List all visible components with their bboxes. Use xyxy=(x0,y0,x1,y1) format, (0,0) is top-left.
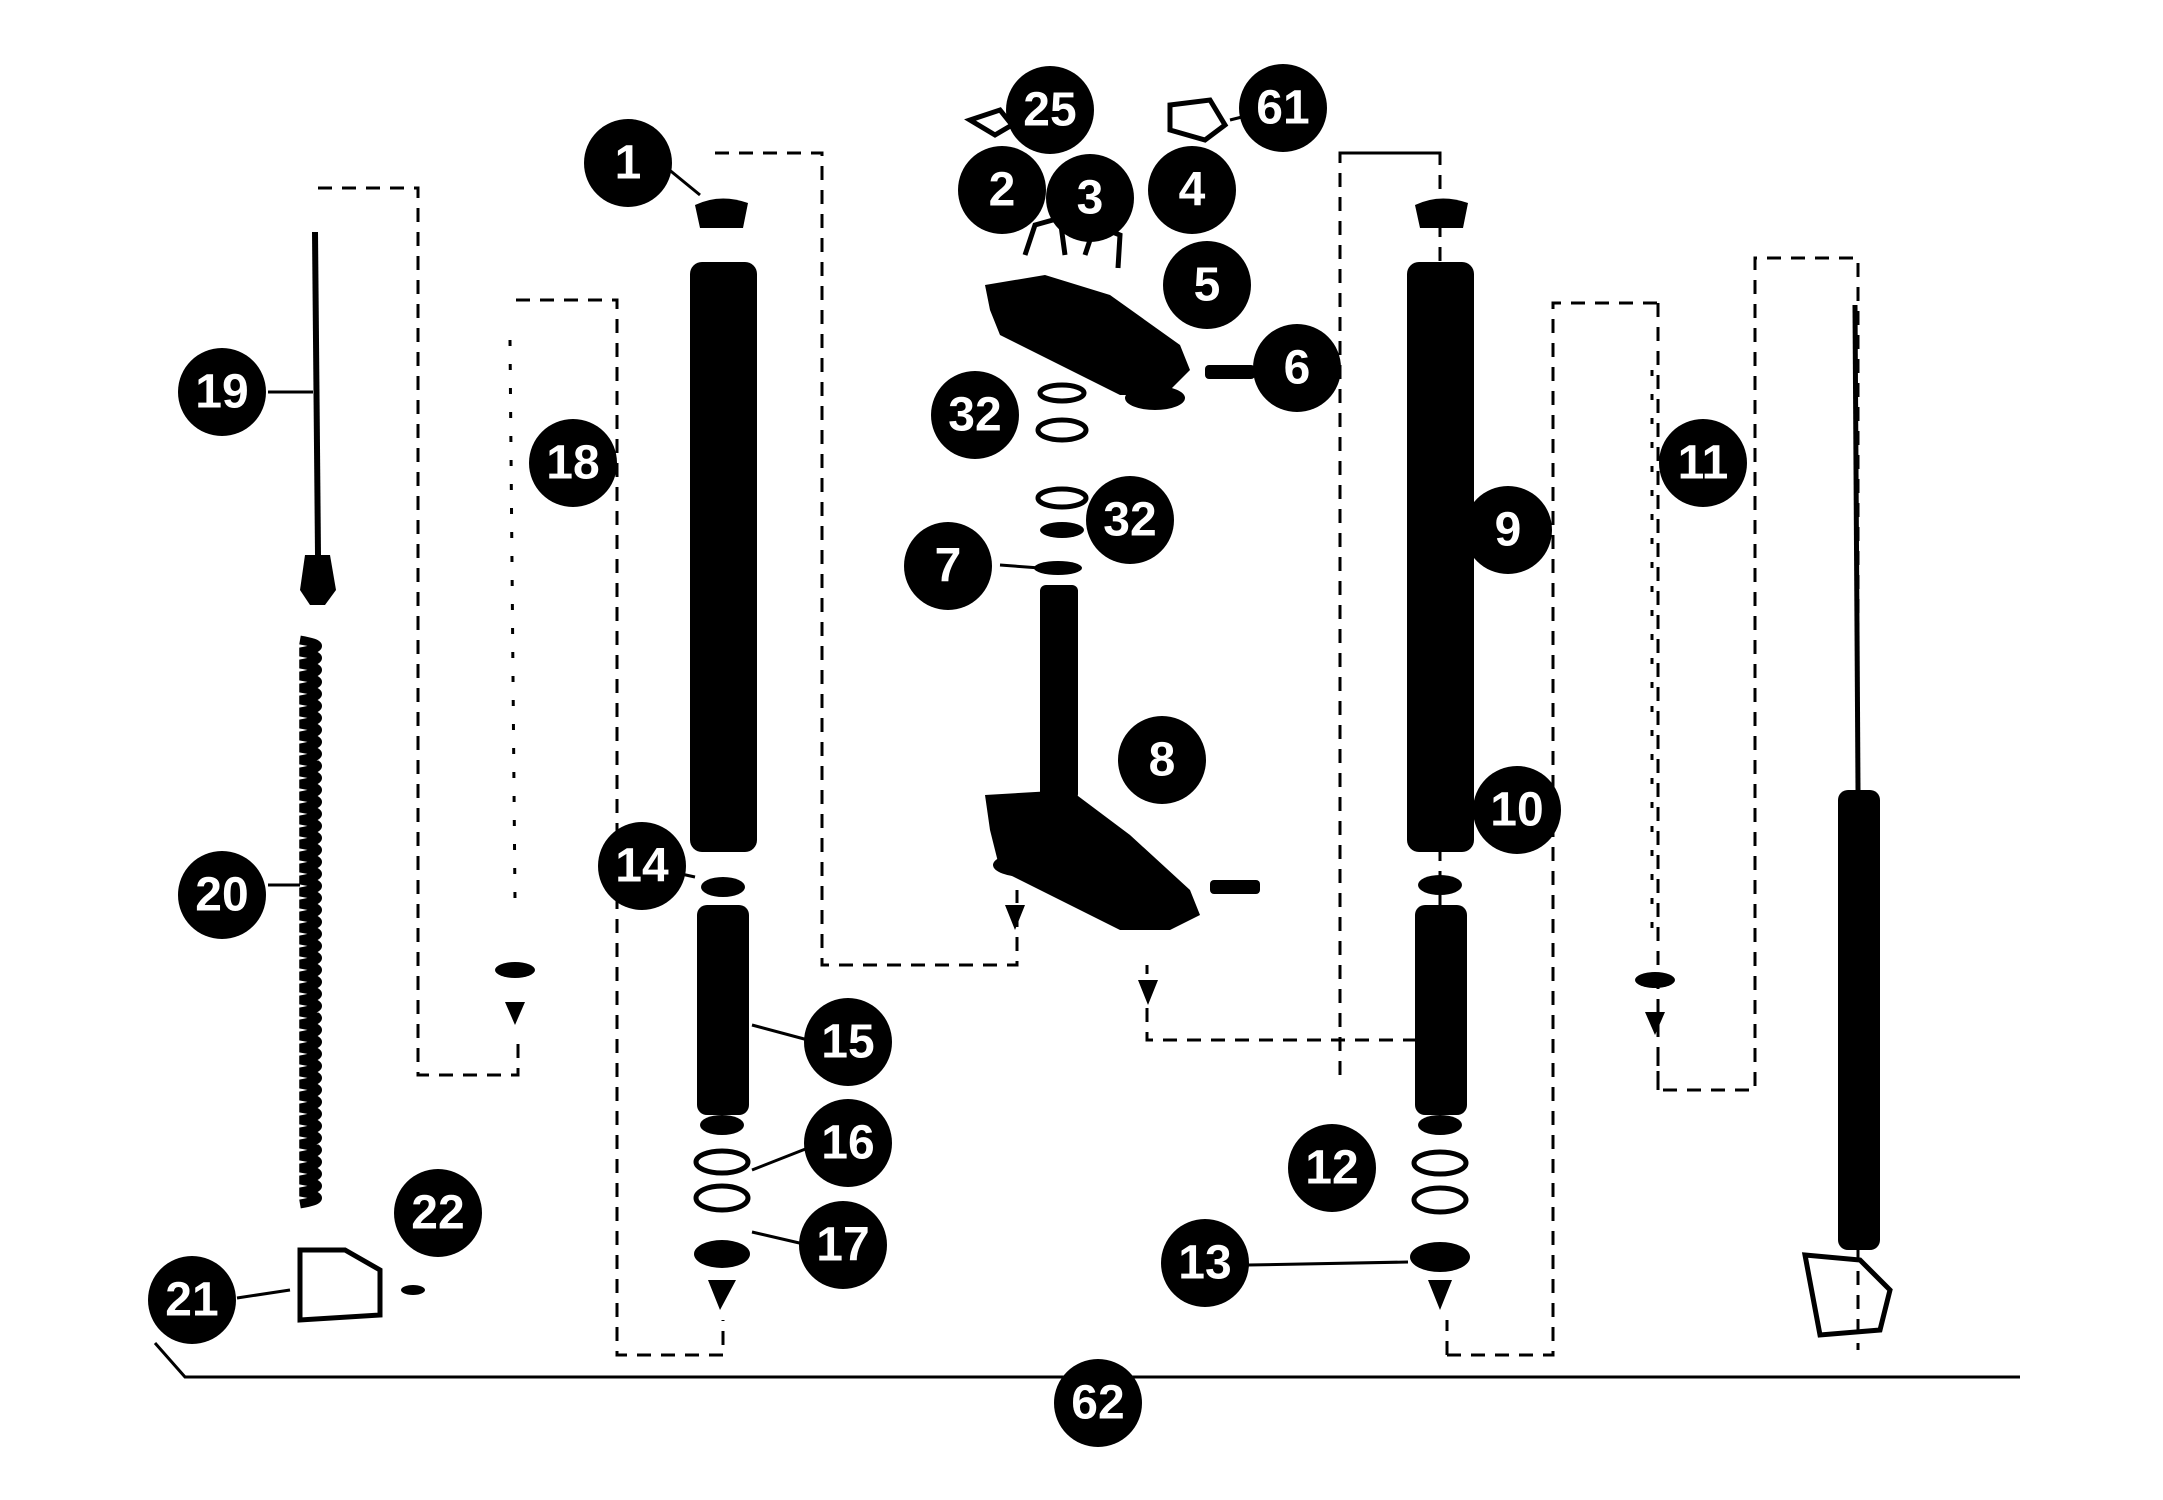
callout-15: 15 xyxy=(804,998,892,1086)
lower-triple-clamp xyxy=(985,585,1260,1005)
callout-4-label: 4 xyxy=(1179,164,1206,217)
callout-19-label: 19 xyxy=(195,366,248,419)
callout-32-lower-label: 32 xyxy=(1103,494,1156,547)
callout-21-label: 21 xyxy=(165,1274,218,1327)
callout-13: 13 xyxy=(1161,1219,1249,1307)
callout-61-label: 61 xyxy=(1256,82,1309,135)
damper-rod-and-spring xyxy=(297,231,425,1323)
callout-6-label: 6 xyxy=(1284,342,1311,395)
callout-15-label: 15 xyxy=(821,1016,874,1069)
callout-9: 9 xyxy=(1464,486,1552,574)
callout-5: 5 xyxy=(1163,241,1251,329)
callout-11: 11 xyxy=(1659,419,1747,507)
callout-8-label: 8 xyxy=(1149,734,1176,787)
callout-11-label: 11 xyxy=(1678,437,1729,490)
assembly-baseline xyxy=(153,1342,2020,1379)
callout-7-label: 7 xyxy=(935,540,962,593)
callout-12: 12 xyxy=(1288,1124,1376,1212)
callout-22-label: 22 xyxy=(411,1187,464,1240)
callout-25: 25 xyxy=(1006,66,1094,154)
callout-8: 8 xyxy=(1118,716,1206,804)
left-cartridge xyxy=(495,339,535,1025)
callout-5-label: 5 xyxy=(1194,259,1221,312)
callout-9-label: 9 xyxy=(1495,504,1522,557)
steering-bearings xyxy=(1034,382,1089,575)
dashed-frames xyxy=(318,151,1860,1357)
callout-21: 21 xyxy=(148,1256,236,1344)
callout-32-lower: 32 xyxy=(1086,476,1174,564)
callout-10-label: 10 xyxy=(1490,784,1543,837)
callout-32-upper-label: 32 xyxy=(948,389,1001,442)
callout-6: 6 xyxy=(1253,324,1341,412)
callout-62-label: 62 xyxy=(1071,1377,1124,1430)
callout-3: 3 xyxy=(1046,154,1134,242)
left-fork-tube xyxy=(690,198,757,1310)
callout-16-label: 16 xyxy=(821,1117,874,1170)
callout-3-label: 3 xyxy=(1077,172,1104,225)
callout-7: 7 xyxy=(904,522,992,610)
callout-18-label: 18 xyxy=(546,437,599,490)
callout-32-upper: 32 xyxy=(931,371,1019,459)
callout-10: 10 xyxy=(1473,766,1561,854)
right-cartridge xyxy=(1635,370,1675,1035)
callout-14: 14 xyxy=(598,822,686,910)
callout-4: 4 xyxy=(1148,146,1236,234)
callout-17: 17 xyxy=(799,1201,887,1289)
callout-1: 1 xyxy=(584,119,672,207)
callout-19: 19 xyxy=(178,348,266,436)
callout-14-label: 14 xyxy=(615,840,669,893)
callout-20: 20 xyxy=(178,851,266,939)
callout-17-label: 17 xyxy=(816,1219,869,1272)
right-fork-tube xyxy=(1407,198,1474,1310)
callout-62: 62 xyxy=(1054,1359,1142,1447)
right-damper-assembly xyxy=(1801,304,1893,1338)
callout-12-label: 12 xyxy=(1305,1142,1358,1195)
callout-1-label: 1 xyxy=(615,137,642,190)
callout-2: 2 xyxy=(958,146,1046,234)
callout-13-label: 13 xyxy=(1178,1237,1231,1290)
callout-18: 18 xyxy=(529,419,617,507)
callout-2-label: 2 xyxy=(989,164,1016,217)
callout-20-label: 20 xyxy=(195,869,248,922)
callout-25-label: 25 xyxy=(1023,84,1076,137)
callout-22: 22 xyxy=(394,1169,482,1257)
callout-16: 16 xyxy=(804,1099,892,1187)
callout-61: 61 xyxy=(1239,64,1327,152)
